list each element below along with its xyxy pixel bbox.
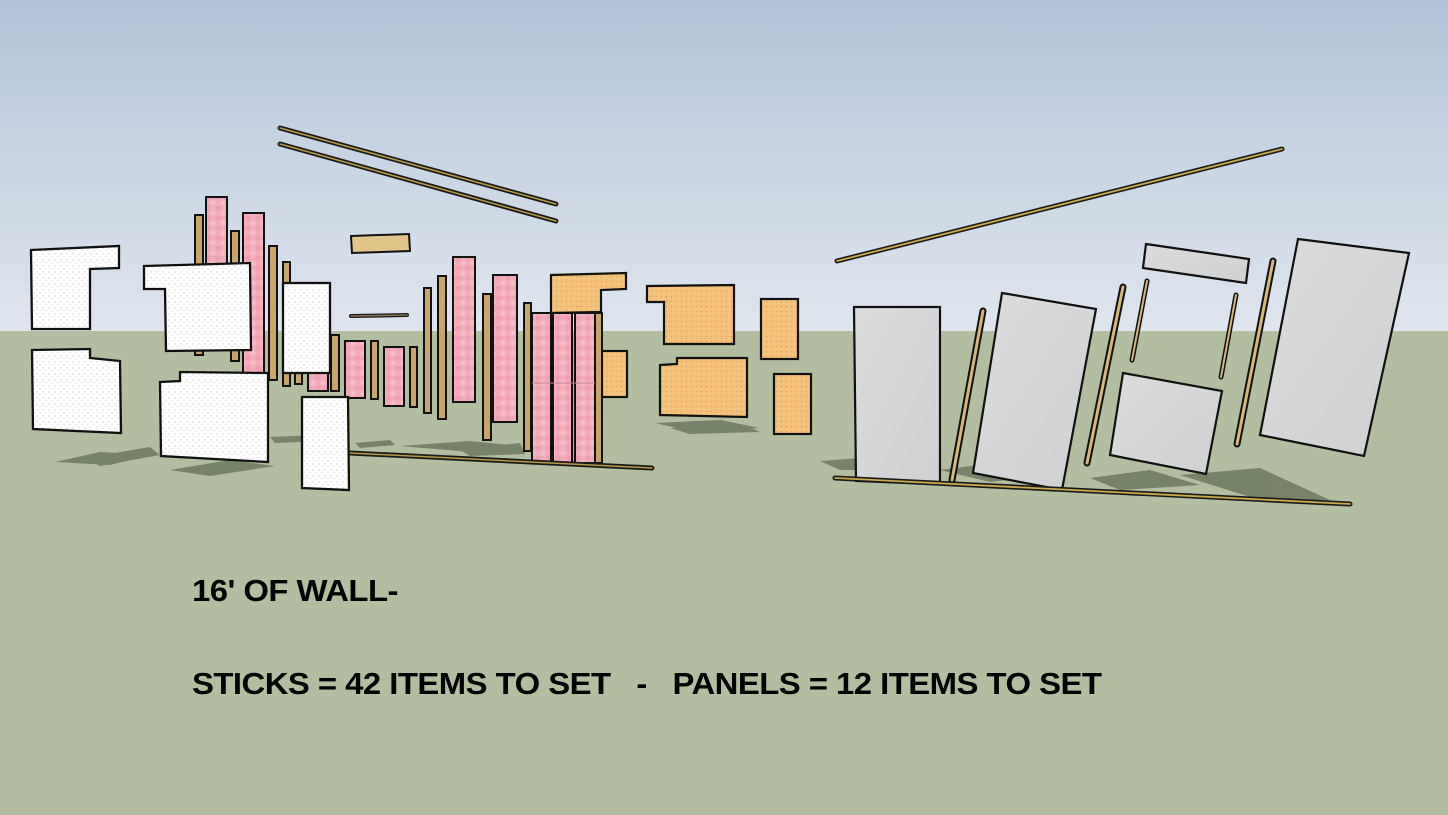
caption-line-item-counts: STICKS = 42 ITEMS TO SET - PANELS = 12 I… [192,666,1102,701]
top-plate-stick-right [834,146,1285,264]
ground-shadows [55,420,1330,500]
drywall-pieces [29,244,351,492]
bottom-plate-stick-left [347,450,655,471]
top-plate-sticks-left [277,125,559,224]
header-block [349,232,412,255]
sheathing-pieces [549,271,813,436]
panel-group [852,237,1411,492]
insulation-bank [531,312,603,464]
scene-caption: 16' OF WALL- STICKS = 42 ITEMS TO SET - … [192,513,1102,761]
bottom-plate-stick-right [832,475,1353,507]
caption-line-wall-length: 16' OF WALL- [192,573,398,608]
